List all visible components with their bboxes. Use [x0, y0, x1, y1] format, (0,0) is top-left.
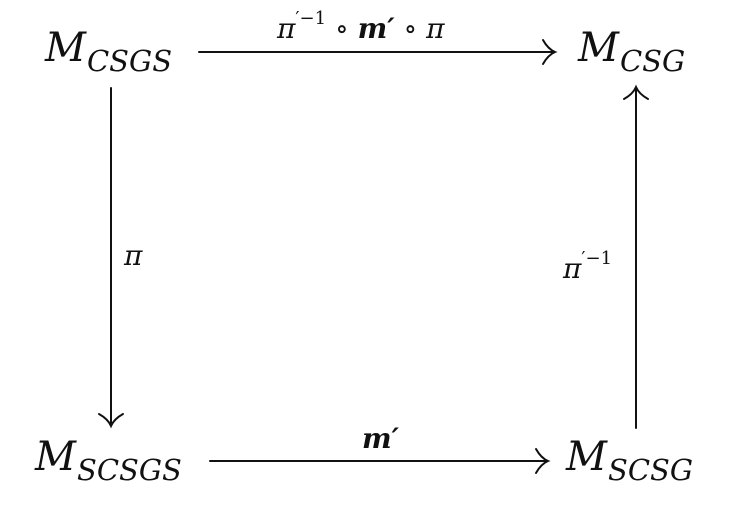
label-inverse-exponent: ′−1	[295, 8, 327, 29]
label-compose-operator: ∘	[403, 12, 418, 45]
label-m: m	[357, 12, 388, 45]
node-base: M	[566, 434, 607, 480]
label-prime: ′	[391, 422, 400, 455]
label-compose-operator: ∘	[334, 12, 349, 45]
label-left-pi: π	[124, 242, 142, 270]
label-top-composition: π′−1 ∘ m′ ∘ π	[277, 10, 445, 43]
label-right-pi-inverse: π′−1	[563, 250, 612, 283]
label-pi: π	[563, 252, 582, 285]
arrow-top	[198, 39, 558, 65]
label-bottom-m-prime: m′	[362, 425, 399, 453]
arrow-left	[98, 87, 124, 429]
node-base: M	[35, 434, 76, 480]
label-pi: π	[277, 12, 296, 45]
node-base: M	[578, 25, 619, 71]
node-base: M	[45, 25, 86, 71]
node-subscript: CSG	[619, 44, 686, 78]
label-inverse-exponent: ′−1	[581, 248, 613, 269]
node-subscript: SCSG	[607, 453, 694, 487]
arrow-bottom	[209, 448, 551, 474]
node-subscript: SCSGS	[76, 453, 182, 487]
label-pi: π	[426, 12, 445, 45]
label-pi: π	[124, 239, 143, 272]
node-subscript: CSGS	[86, 44, 173, 78]
node-m-scsg: MSCSG	[566, 434, 693, 485]
label-m: m	[362, 422, 392, 455]
node-m-csgs: MCSGS	[45, 25, 172, 76]
node-m-scsgs: MSCSGS	[35, 434, 182, 485]
arrow-right	[623, 84, 649, 429]
node-m-csg: MCSG	[578, 25, 685, 76]
label-prime: ′	[387, 12, 395, 45]
